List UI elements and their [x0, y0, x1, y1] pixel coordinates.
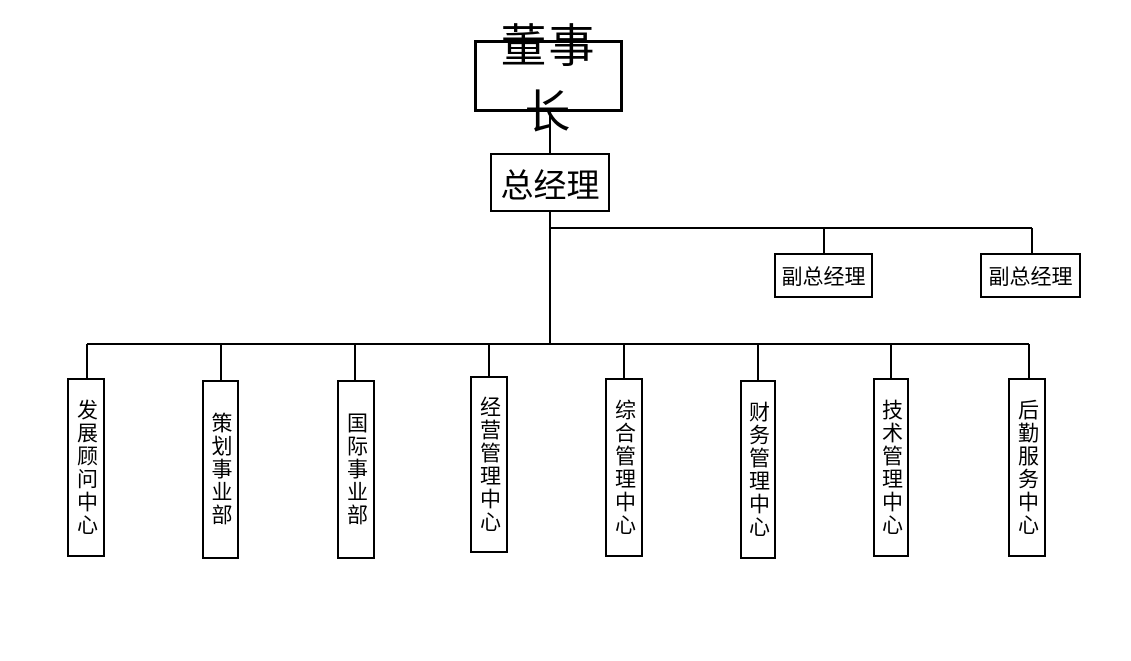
deputy-manager-box: 副总经理 — [980, 253, 1081, 298]
chairman-label: 董事长 — [500, 19, 597, 139]
department-label: 综合管理中心 — [612, 398, 637, 537]
department-box: 经营管理中心 — [470, 376, 508, 553]
department-box: 策划事业部 — [202, 380, 239, 559]
department-box: 技术管理中心 — [873, 378, 909, 557]
deputy-manager-box: 副总经理 — [774, 253, 873, 298]
deputy-manager-label: 副总经理 — [988, 264, 1073, 289]
department-label: 国际事业部 — [344, 412, 369, 527]
department-label: 经营管理中心 — [477, 395, 502, 534]
department-box: 发展顾问中心 — [67, 378, 105, 557]
general-manager-label: 总经理 — [500, 165, 600, 205]
general-manager-box: 总经理 — [490, 153, 610, 212]
department-box: 后勤服务中心 — [1008, 378, 1046, 557]
department-label: 技术管理中心 — [879, 398, 904, 537]
department-label: 财务管理中心 — [746, 400, 771, 539]
chairman-box: 董事长 — [474, 19, 623, 139]
department-box: 综合管理中心 — [605, 378, 643, 557]
deputy-manager-label: 副总经理 — [781, 264, 866, 289]
department-label: 后勤服务中心 — [1015, 398, 1040, 537]
department-label: 策划事业部 — [209, 412, 233, 527]
department-box: 财务管理中心 — [740, 380, 776, 559]
department-box: 国际事业部 — [337, 380, 375, 559]
department-label: 发展顾问中心 — [74, 398, 99, 537]
